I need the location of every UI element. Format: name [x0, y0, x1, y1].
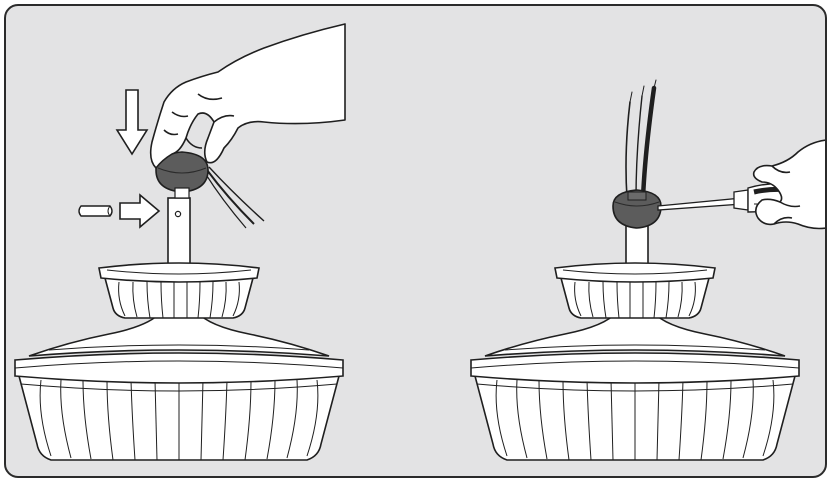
left-panel-insert-pin: [14, 23, 346, 461]
downrod: [167, 197, 191, 269]
arrow-down-icon: [115, 89, 149, 156]
illustration-frame: [4, 4, 827, 478]
hand-left: [149, 23, 346, 169]
hanger-ball-left: [155, 151, 209, 199]
right-panel-tighten-screw: [470, 79, 825, 461]
hanger-ball-right: [612, 189, 662, 229]
fan-housing-right: [470, 262, 800, 461]
wires-right: [625, 79, 657, 201]
downrod-right: [625, 221, 649, 269]
arrow-right-icon: [119, 193, 161, 229]
cross-pin: [78, 205, 113, 217]
assembly-illustration: [14, 23, 825, 461]
fan-housing-left: [14, 262, 344, 461]
wires-left: [204, 166, 265, 229]
downrod-pin-hole: [174, 210, 182, 218]
hand-right: [752, 139, 825, 230]
